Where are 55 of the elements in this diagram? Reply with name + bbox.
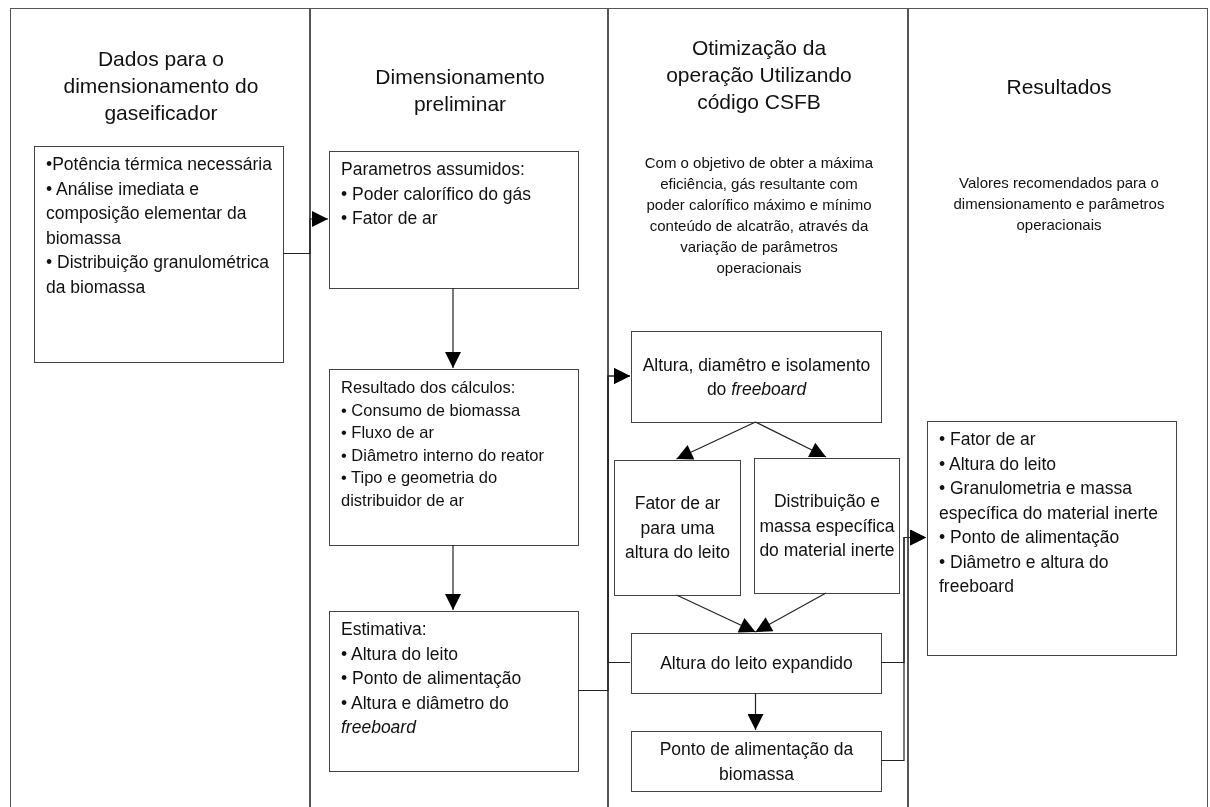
lane-description: Valores recomendados para o dimensionamento e parâmetros operacionais: [952, 173, 1166, 235]
list-item: • Ponto de alimentação: [939, 526, 1121, 549]
swimlane: [608, 8, 908, 807]
arrow: [754, 592, 827, 633]
swimlane: [908, 8, 1208, 807]
arrow: [445, 544, 461, 611]
lane-heading: Otimização da operação Utilizando código CSFB: [665, 35, 853, 115]
list-item: • Diâmetro e altura do freeboard: [939, 550, 1110, 598]
list-item: • Altura do leito: [341, 642, 460, 666]
arrow: [445, 287, 461, 369]
process-box: [631, 731, 882, 792]
process-box: [631, 633, 882, 694]
list-item: • Tipo e geometria do distribuidor de ar: [341, 467, 499, 511]
arrow: [747, 692, 764, 731]
process-box: [927, 421, 1177, 656]
list-item: • Altura do leito: [939, 452, 1058, 476]
process-box: [329, 611, 579, 772]
list-item: • Poder calorífico do gás: [341, 182, 532, 206]
list-item: • Fator de ar: [939, 428, 1037, 451]
arrow: [880, 529, 927, 762]
list-item: • Consumo de biomassa: [341, 399, 522, 421]
box-text: Altura, diamêtro e isolamento do freeboard: [641, 353, 872, 401]
list-item: • Granulometria e massa específica do material inerte: [939, 477, 1159, 525]
arrow: [675, 421, 757, 460]
list-item: Resultado dos cálculos:: [341, 377, 517, 398]
lane-heading: Dados para o dimensionamento do gaseificador: [62, 46, 260, 126]
arrow: [754, 421, 827, 458]
list-item: Estimativa:: [341, 618, 428, 641]
list-item: • Fator de ar: [341, 207, 439, 230]
box-text: Distribuição e massa específica do material inerte: [759, 490, 895, 563]
box-text: Fator de ar para uma altura do leito: [623, 492, 732, 565]
list-item: Parametros assumidos:: [341, 158, 526, 181]
process-box: [754, 458, 900, 594]
arrow: [675, 594, 757, 633]
lane-description: Com o objetivo de obter a máxima eficiência, gás resultante com poder calorífico máximo e mínimo conteúdo de alcatrão, através da variação de parâmetros operacionais: [643, 153, 875, 278]
lane-heading: Resultados: [1005, 74, 1113, 100]
list-item: • Ponto de alimentação: [341, 667, 523, 690]
process-box: [34, 146, 284, 363]
box-text: Altura do leito expandido: [659, 652, 854, 676]
swimlane: [10, 8, 310, 807]
list-item: •Potência térmica necessária: [46, 153, 272, 176]
list-item: • Análise imediata e composição elementar da biomassa: [46, 177, 248, 250]
process-box: [329, 369, 579, 546]
swimlane: [310, 8, 608, 807]
process-box: [614, 460, 741, 596]
list-item: • Diâmetro interno do reator: [341, 444, 545, 466]
lane-heading: Dimensionamento preliminar: [374, 64, 546, 117]
arrow: [282, 211, 329, 255]
box-text: Ponto de alimentação da biomassa: [658, 738, 855, 786]
list-item: • Fluxo de ar: [341, 422, 435, 443]
process-box: [329, 151, 579, 289]
process-box: [631, 331, 882, 423]
arrow: [607, 368, 631, 664]
list-item: • Altura e diâmetro do freeboard: [341, 691, 510, 739]
list-item: • Distribuição granulométrica da biomassa: [46, 251, 271, 299]
